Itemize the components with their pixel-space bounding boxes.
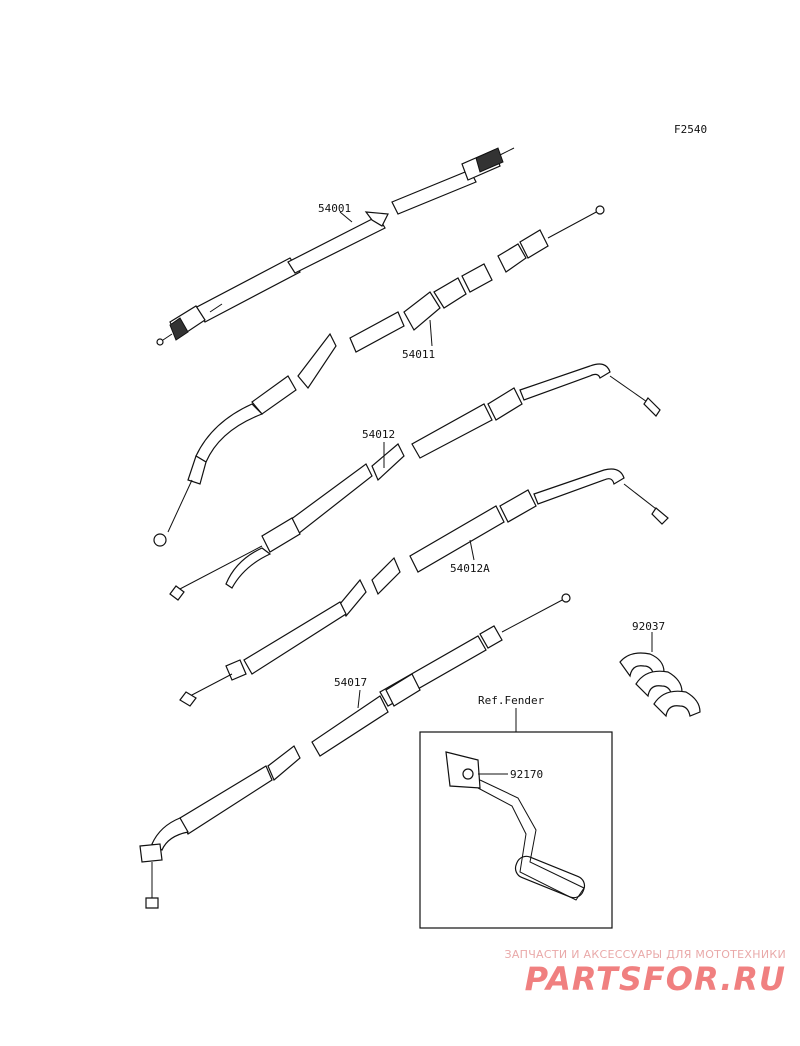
throttle-cable-54012a [179,468,669,707]
leader-54012a [469,539,475,561]
watermark-tagline: ЗАПЧАСТИ И АКСЕССУАРЫ ДЛЯ МОТОТЕХНИКИ [504,948,786,961]
part-number-54017: 54017 [334,676,367,689]
leader-54017 [357,689,361,709]
throttle-cable-54012 [169,363,661,601]
part-number-54012a: 54012A [450,562,490,575]
part-number-92037: 92037 [632,620,665,633]
part-number-54011: 54011 [402,348,435,361]
throttle-cable-54011 [153,205,605,547]
part-number-54012: 54012 [362,428,395,441]
figure-code: F2540 [674,123,707,136]
watermark: ЗАПЧАСТИ И АКСЕССУАРЫ ДЛЯ МОТОТЕХНИКИ PA… [486,948,786,997]
part-number-54001: 54001 [318,202,351,215]
cable-guide-92170 [445,751,586,901]
watermark-logo: PARTSFOR.RU [524,960,786,998]
speedometer-cable-54001 [156,147,515,346]
cable-clamp-92037 [619,652,701,718]
part-number-92170: 92170 [510,768,543,781]
leader-54001 [339,211,353,223]
reference-inset-box [419,731,613,929]
choke-cable-54017 [139,593,571,909]
reference-label: Ref.Fender [478,694,545,707]
leader-54011 [429,319,433,347]
